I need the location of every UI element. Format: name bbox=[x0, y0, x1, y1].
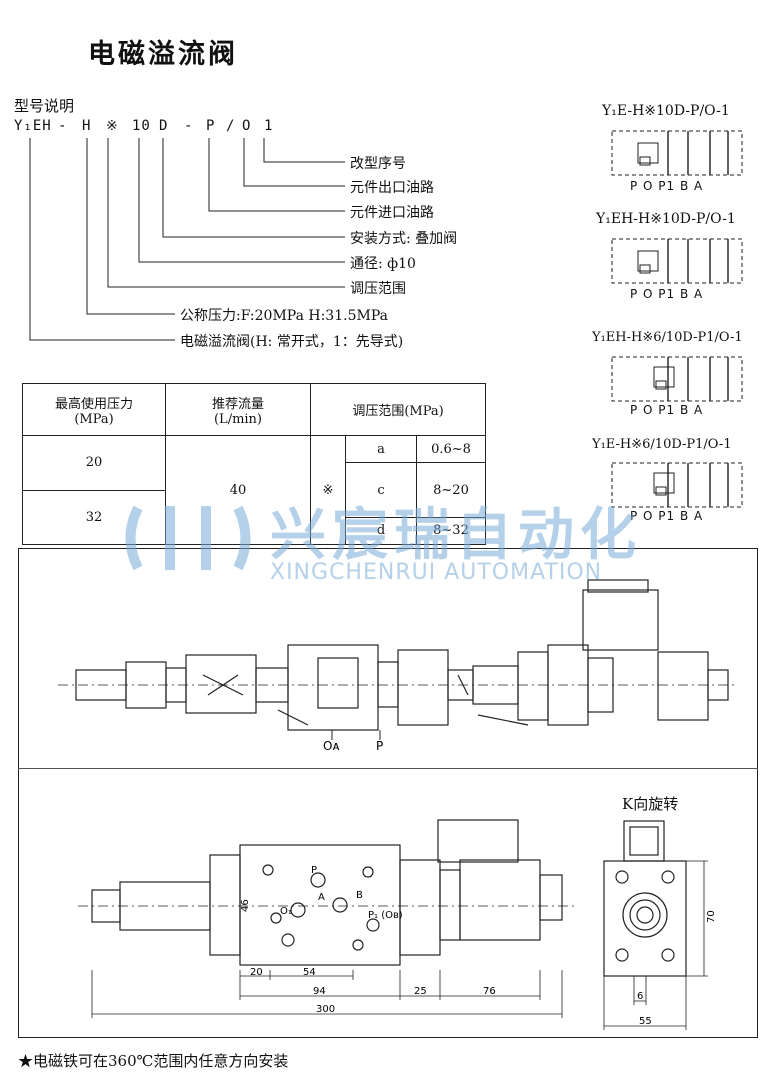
code-part: O bbox=[242, 118, 252, 134]
model-code: Y₁EH - H ※ 10 D - P / O 1 bbox=[14, 118, 274, 138]
k-view-drawing: 70 6 55 bbox=[603, 820, 717, 1030]
dim-25: 25 bbox=[414, 986, 427, 997]
table-cell-pressure: 32 bbox=[22, 489, 166, 546]
table-cell-range: 0.6~8 bbox=[416, 435, 486, 464]
legend-item: 通径: ф10 bbox=[350, 256, 416, 272]
top-view-drawing: P A B O₁ P₁ (Oʙ) 46 20 54 94 25 76 300 bbox=[78, 819, 578, 1018]
legend-item: 改型序号 bbox=[350, 156, 406, 172]
dim-76: 76 bbox=[483, 986, 496, 997]
legend-item: 元件进口油路 bbox=[350, 205, 434, 221]
legend-item: 元件出口油路 bbox=[350, 180, 434, 196]
symbol-ports: P O P1 B A bbox=[630, 287, 704, 301]
footnote: ★电磁铁可在360℃范围内任意方向安装 bbox=[18, 1052, 289, 1070]
valve-symbol bbox=[611, 130, 743, 176]
legend-item: 安装方式: 叠加阀 bbox=[350, 231, 458, 247]
dim-94: 94 bbox=[313, 986, 326, 997]
table-cell-code: d bbox=[345, 516, 417, 546]
code-part: D bbox=[159, 118, 169, 134]
port-label-p1: P₁ (Oʙ) bbox=[368, 910, 403, 921]
table-cell-code: a bbox=[345, 435, 417, 464]
table-cell-range: 8~20 bbox=[416, 462, 486, 518]
symbol-label: Y₁E-H※10D-P/O-1 bbox=[602, 103, 730, 119]
valve-symbol bbox=[611, 238, 743, 284]
dim-55: 55 bbox=[639, 1016, 652, 1027]
dim-6: 6 bbox=[637, 991, 643, 1002]
code-part: / bbox=[226, 118, 236, 134]
dim-300: 300 bbox=[316, 1004, 335, 1015]
code-part: - bbox=[184, 118, 194, 134]
code-part: - bbox=[58, 118, 68, 134]
table-header: 最高使用压力(MPa) bbox=[22, 382, 166, 437]
symbol-label: Y₁EH-H※6/10D-P1/O-1 bbox=[592, 330, 743, 345]
legend-item: 电磁溢流阀(H: 常开式，1：先导式) bbox=[180, 334, 404, 350]
watermark-text: 兴宸瑞自动化 bbox=[270, 503, 642, 568]
port-label-p: P bbox=[376, 739, 383, 753]
k-view-title: K向旋转 bbox=[622, 795, 679, 813]
page-title: 电磁溢流阀 bbox=[88, 39, 238, 70]
model-heading: 型号说明 bbox=[14, 97, 75, 115]
dim-20: 20 bbox=[250, 967, 263, 978]
code-part: H bbox=[82, 118, 92, 134]
valve-symbol bbox=[611, 356, 743, 402]
symbol-column: Y₁E-H※10D-P/O-1 P O P1 B A Y₁EH-H※10D-P/… bbox=[590, 103, 780, 523]
section-drawing: Oᴀ P bbox=[58, 579, 738, 753]
legend-item: 公称压力:F:20MPa H:31.5MPa bbox=[180, 308, 388, 324]
symbol-label: Y₁E-H※6/10D-P1/O-1 bbox=[592, 437, 732, 452]
watermark-subtext: XINGCHENRUI AUTOMATION bbox=[270, 560, 603, 585]
port-label-a: A bbox=[318, 892, 325, 903]
symbol-ports: P O P1 B A bbox=[630, 179, 704, 193]
table-cell-pressure: 20 bbox=[22, 435, 166, 491]
valve-symbol bbox=[611, 462, 743, 508]
table-header: 调压范围(MPa) bbox=[310, 382, 486, 437]
port-label-oa: Oᴀ bbox=[323, 739, 340, 753]
legend-leaders bbox=[29, 138, 345, 341]
table-cell-range: 8~32 bbox=[416, 516, 486, 546]
code-part: 10 bbox=[132, 118, 151, 134]
symbol-ports: P O P1 B A bbox=[630, 509, 704, 523]
port-label-o1: O₁ bbox=[280, 906, 292, 917]
dim-46: 46 bbox=[240, 899, 251, 912]
code-part: 1 bbox=[264, 118, 274, 134]
code-part: Y₁EH bbox=[14, 118, 52, 134]
legend-item: 调压范围 bbox=[350, 281, 406, 297]
spec-table: 最高使用压力(MPa) 推荐流量(L/min) 调压范围(MPa) 20 40 … bbox=[22, 382, 486, 546]
port-label-p: P bbox=[311, 865, 317, 876]
code-part: ※ bbox=[106, 118, 119, 134]
table-cell-mark: ※ bbox=[310, 435, 346, 545]
dim-70: 70 bbox=[706, 910, 717, 923]
table-header: 推荐流量(L/min) bbox=[165, 382, 311, 437]
symbol-ports: P O P1 B A bbox=[630, 403, 704, 417]
code-part: P bbox=[206, 118, 216, 134]
drawing-frame bbox=[18, 548, 758, 1038]
watermark-logo-icon bbox=[125, 505, 251, 571]
port-label-b: B bbox=[356, 890, 363, 901]
dim-54: 54 bbox=[303, 967, 316, 978]
symbol-label: Y₁EH-H※10D-P/O-1 bbox=[596, 211, 736, 227]
frame-divider bbox=[18, 768, 758, 769]
